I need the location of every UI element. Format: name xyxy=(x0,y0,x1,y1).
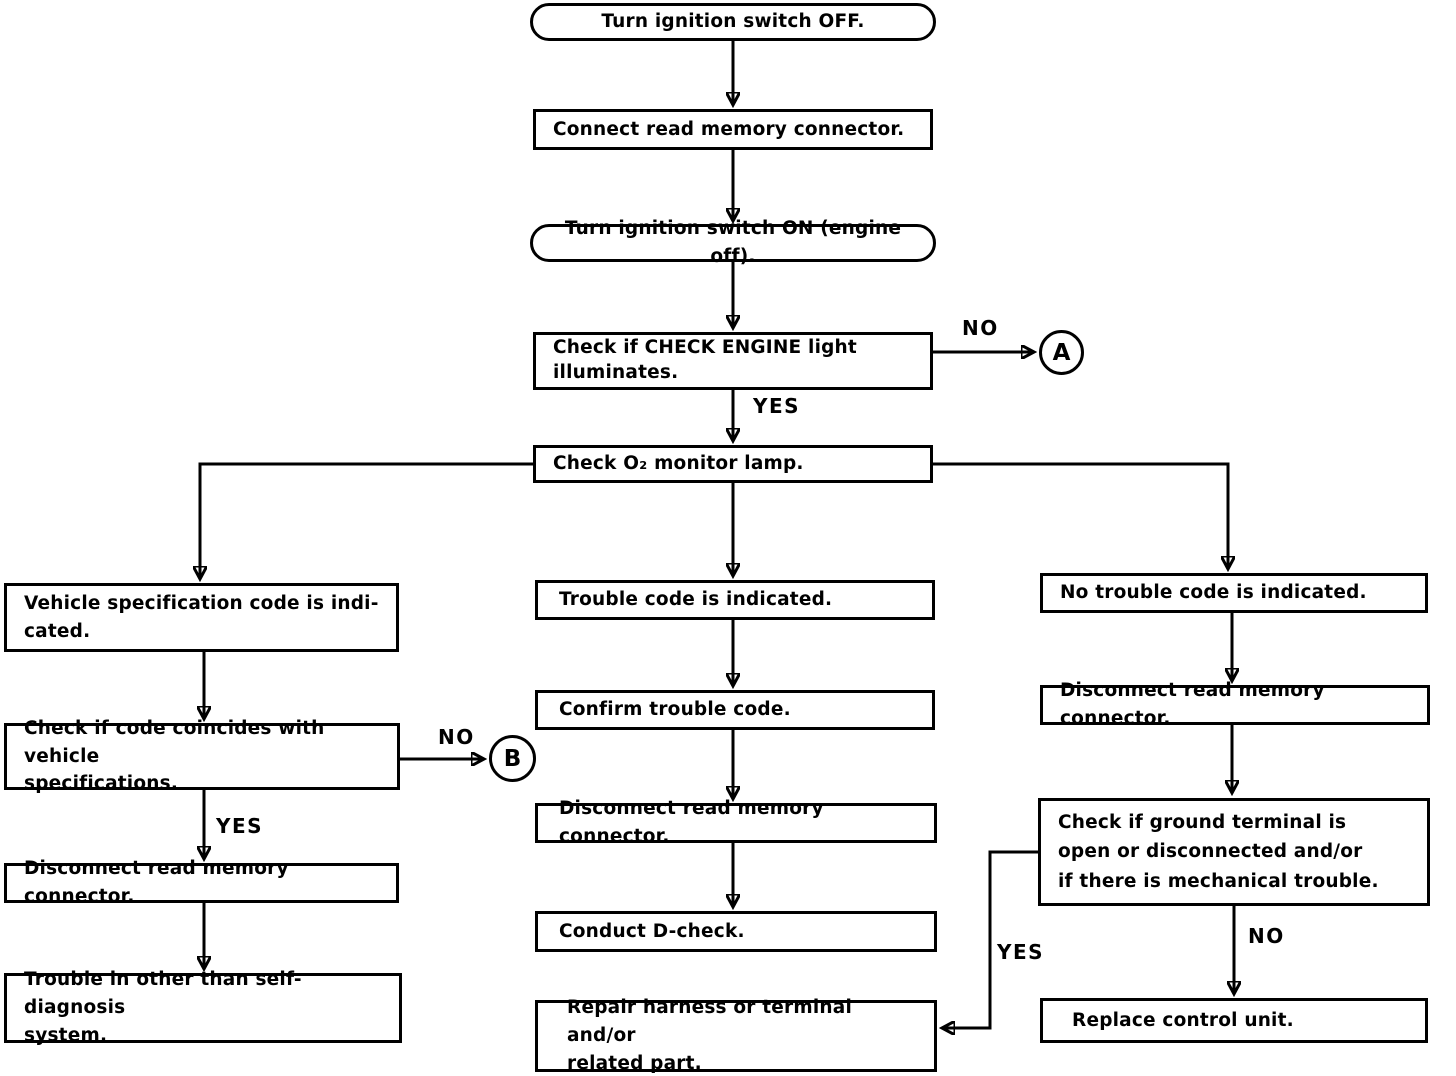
node-conduct-d-check: Conduct D-check. xyxy=(535,911,937,952)
node-vehicle-spec-code: Vehicle specification code is indi- cate… xyxy=(4,583,399,652)
edge-label-engine-no: NO xyxy=(962,316,999,340)
node-left-disconnect-read-memory: Disconnect read memory connector. xyxy=(4,858,399,907)
edge-label-ground-yes: YES xyxy=(997,940,1045,964)
connector-b: B xyxy=(489,735,536,782)
node-turn-ignition-off: Turn ignition switch OFF. xyxy=(530,3,936,41)
edge-label-code-yes: YES xyxy=(216,814,264,838)
edge-label-code-no: NO xyxy=(438,725,475,749)
node-replace-control-unit: Replace control unit. xyxy=(1040,998,1428,1043)
node-ground-terminal-check: Check if ground terminal is open or disc… xyxy=(1038,798,1430,906)
node-right-disconnect-read-memory: Disconnect read memory connector. xyxy=(1040,680,1430,729)
node-center-disconnect-read-memory: Disconnect read memory connector. xyxy=(535,798,937,847)
node-check-engine-light: Check if CHECK ENGINE light illuminates. xyxy=(533,332,933,390)
node-trouble-other-system: Trouble in other than self-diagnosis sys… xyxy=(4,969,402,1046)
edge-label-engine-yes: YES xyxy=(753,394,801,418)
node-confirm-trouble-code: Confirm trouble code. xyxy=(535,690,935,730)
node-repair-harness: Repair harness or terminal and/or relate… xyxy=(535,997,937,1074)
connector-a: A xyxy=(1039,330,1084,375)
node-trouble-code-indicated: Trouble code is indicated. xyxy=(535,580,935,620)
node-check-o2-monitor-lamp: Check O₂ monitor lamp. xyxy=(533,445,933,483)
node-no-trouble-code: No trouble code is indicated. xyxy=(1040,573,1428,613)
node-connect-read-memory: Connect read memory connector. xyxy=(533,109,933,150)
node-turn-ignition-on: Turn ignition switch ON (engine off). xyxy=(530,218,936,267)
node-code-coincides: Check if code coincides with vehicle spe… xyxy=(4,718,400,794)
edge-label-ground-no: NO xyxy=(1248,924,1285,948)
